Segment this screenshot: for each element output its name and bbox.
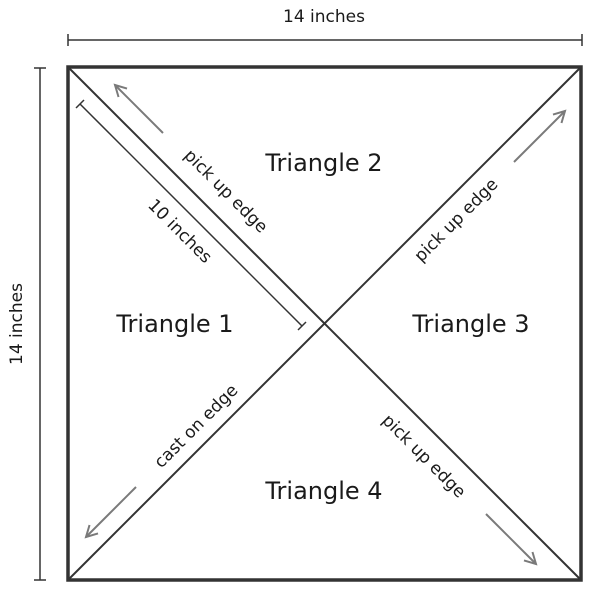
edge-label-bottom-right: pick up edge	[378, 411, 470, 503]
height-dimension-label: 14 inches	[7, 283, 27, 365]
triangle-1-label: Triangle 1	[115, 310, 233, 338]
arrow-top-left	[115, 85, 164, 134]
half-diagonal-dimension-tick-start	[75, 99, 85, 109]
width-dimension-label: 14 inches	[283, 7, 365, 27]
half-diagonal-dimension: 10 inches	[75, 99, 307, 331]
square-outline	[66, 65, 583, 582]
half-diagonal-dimension-tick-end	[297, 321, 307, 331]
diagonal-bottom-left-to-top-right	[67, 66, 582, 581]
edge-label-top-right: pick up edge	[411, 175, 503, 267]
width-dimension: 14 inches	[67, 7, 583, 46]
arrow-top-right	[513, 111, 565, 163]
height-dimension: 14 inches	[7, 67, 46, 581]
edge-label-bottom-left: cast on edge	[151, 381, 243, 473]
half-diagonal-dimension-line	[79, 103, 303, 327]
triangle-3-label: Triangle 3	[411, 310, 529, 338]
arrow-bottom-right	[485, 513, 536, 564]
half-diagonal-dimension-label: 10 inches	[143, 195, 215, 267]
arrow-bottom-left	[86, 486, 137, 537]
triangle-2-label: Triangle 2	[264, 149, 382, 177]
triangle-4-label: Triangle 4	[264, 477, 382, 505]
